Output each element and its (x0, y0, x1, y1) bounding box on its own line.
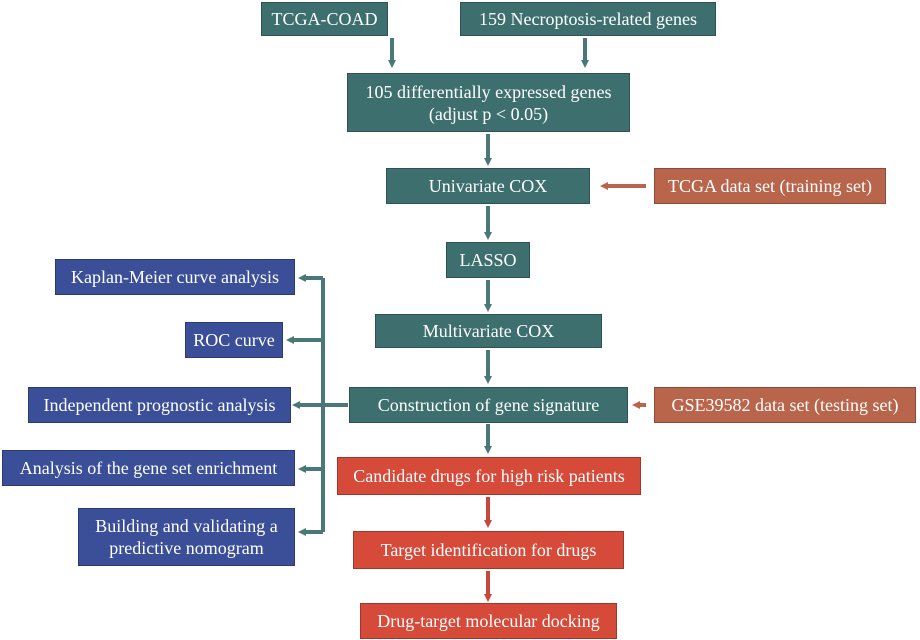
training-set-box: TCGA data set (training set) (654, 168, 886, 204)
lasso-label: LASSO (459, 250, 517, 270)
nomogram-label-line2: predictive nomogram (109, 538, 264, 558)
gene-signature-label: Construction of gene signature (377, 395, 600, 415)
training-set-label: TCGA data set (training set) (668, 176, 872, 196)
docking-label: Drug-target molecular docking (377, 611, 600, 631)
tcga-coad-label: TCGA-COAD (271, 9, 378, 29)
roc-curve-box: ROC curve (185, 322, 283, 358)
nomogram-box: Building and validating a predictive nom… (78, 508, 295, 566)
gene-signature-box: Construction of gene signature (349, 387, 628, 423)
target-identification-box: Target identification for drugs (353, 531, 624, 569)
lasso-box: LASSO (446, 242, 530, 278)
kaplan-meier-label: Kaplan-Meier curve analysis (71, 267, 279, 287)
multivariate-cox-label: Multivariate COX (422, 321, 555, 341)
gsea-box: Analysis of the gene set enrichment (2, 450, 295, 486)
testing-set-label: GSE39582 data set (testing set) (671, 395, 899, 415)
candidate-drugs-label: Candidate drugs for high risk patients (353, 466, 625, 486)
candidate-drugs-box: Candidate drugs for high risk patients (337, 457, 641, 495)
kaplan-meier-box: Kaplan-Meier curve analysis (55, 259, 295, 295)
tcga-coad-box: TCGA-COAD (261, 2, 388, 36)
univariate-cox-box: Univariate COX (386, 168, 590, 204)
univariate-cox-label: Univariate COX (428, 176, 548, 196)
deg-box: 105 differentially expressed genes (adju… (347, 73, 630, 132)
gsea-label: Analysis of the gene set enrichment (19, 458, 278, 478)
roc-curve-label: ROC curve (193, 330, 275, 350)
deg-label-line2: (adjust p < 0.05) (428, 103, 549, 124)
necroptosis-genes-box: 159 Necroptosis-related genes (460, 2, 716, 36)
multivariate-cox-box: Multivariate COX (375, 314, 602, 348)
testing-set-box: GSE39582 data set (testing set) (654, 387, 916, 423)
independent-prognostic-box: Independent prognostic analysis (28, 387, 291, 423)
necroptosis-genes-label: 159 Necroptosis-related genes (479, 9, 697, 29)
docking-box: Drug-target molecular docking (360, 603, 617, 639)
independent-prognostic-label: Independent prognostic analysis (43, 395, 276, 415)
deg-label-line1: 105 differentially expressed genes (365, 81, 612, 102)
target-identification-label: Target identification for drugs (380, 540, 597, 560)
nomogram-label-line1: Building and validating a (95, 516, 278, 536)
